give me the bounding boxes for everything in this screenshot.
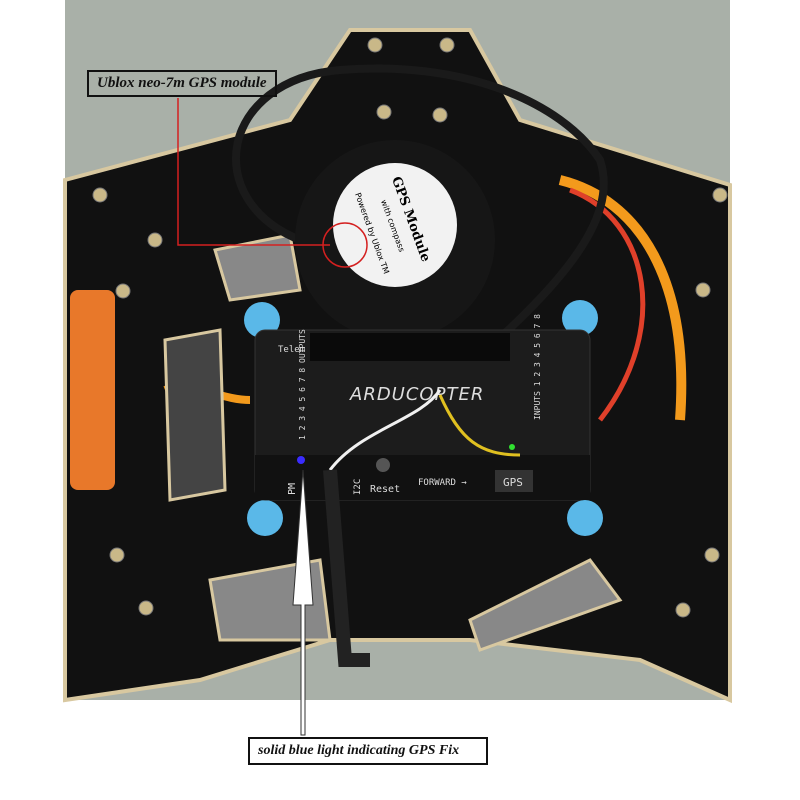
gps-port-text: GPS: [503, 476, 523, 489]
battery-left: [70, 290, 115, 490]
gps-cable: [232, 64, 608, 394]
pm-text: PM: [287, 483, 298, 495]
outputs-text: 1 2 3 4 5 6 7 8 OUTPUTS: [298, 329, 307, 440]
gps-module: GPS Module with compass Powered by Ublox…: [295, 140, 495, 340]
telem-text: Telem: [278, 345, 305, 355]
forward-text: FORWARD →: [418, 478, 467, 488]
gps-fix-annotation: solid blue light indicating GPS Fix: [248, 737, 488, 765]
brand-text: ARDUCOPTER: [349, 384, 484, 405]
reset-text: Reset: [370, 484, 400, 495]
screws: [92, 37, 728, 618]
flight-controller: Telem ARDUCOPTER 1 2 3 4 5 6 7 8 OUTPUTS…: [254, 314, 591, 501]
servo-wires-right: [558, 175, 687, 421]
green-led: [509, 444, 515, 450]
gps-leader-line: [177, 98, 330, 246]
reset-button: [376, 458, 390, 472]
blue-led: [297, 456, 305, 464]
gps-module-annotation: Ublox neo-7m GPS module: [87, 70, 277, 97]
vibration-dampers: [244, 300, 603, 536]
inputs-text: INPUTS 1 2 3 4 5 6 7 8: [533, 314, 542, 420]
ublox-highlight-circle: [322, 222, 368, 268]
i2c-text: I2C: [353, 479, 363, 495]
gps-fix-arrow: [292, 469, 314, 736]
